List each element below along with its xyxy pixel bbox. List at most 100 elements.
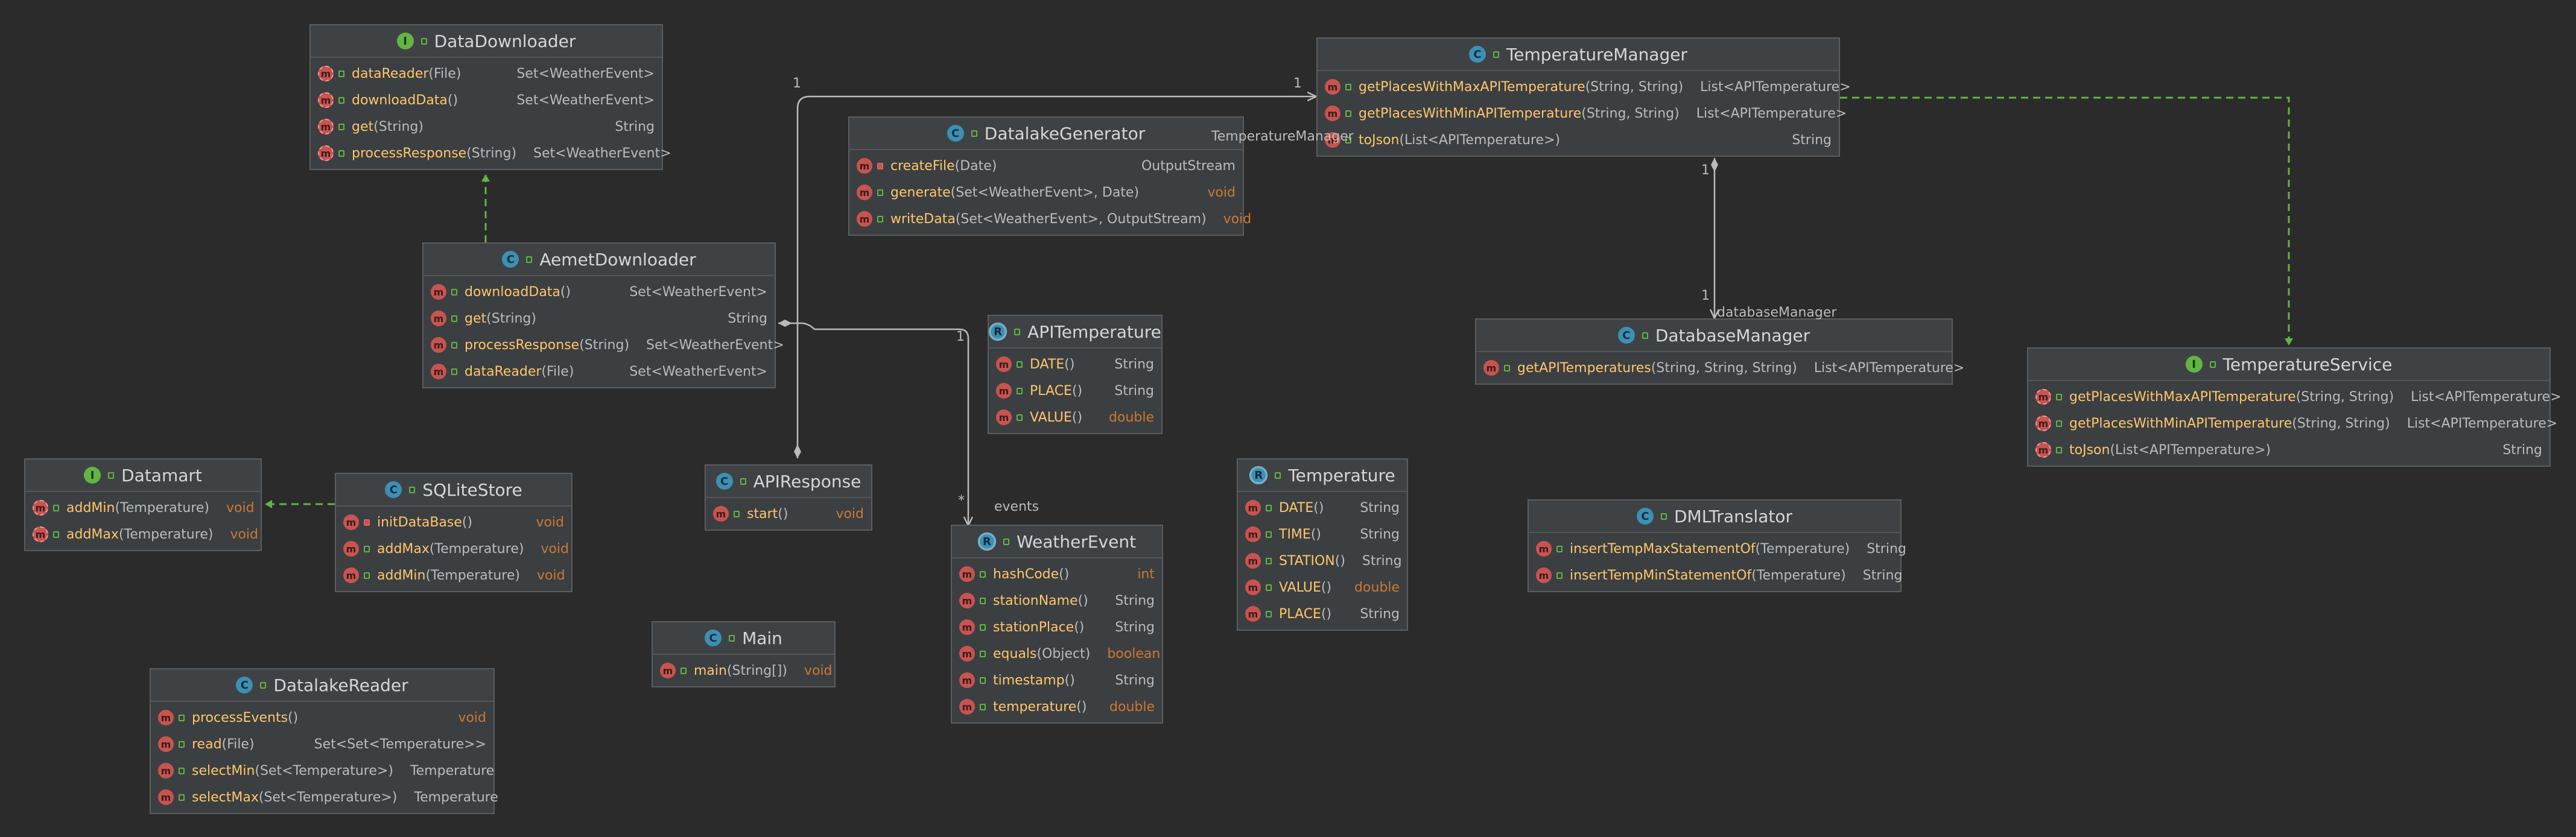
- public-visibility-icon: [1266, 610, 1272, 617]
- method-name: downloadData: [465, 284, 560, 300]
- public-visibility-icon: [338, 96, 344, 104]
- class-name: DMLTranslator: [1673, 506, 1792, 526]
- association-apiresponse-to-manager: [798, 96, 1316, 458]
- return-type: void: [804, 663, 833, 678]
- return-type: double: [1109, 699, 1155, 715]
- public-visibility-icon: [1556, 545, 1562, 552]
- method-icon: m: [431, 311, 446, 326]
- public-visibility-icon: [2209, 361, 2216, 368]
- class-name: AemetDownloader: [539, 249, 696, 270]
- public-visibility-icon: [179, 741, 185, 748]
- public-visibility-icon: [451, 368, 457, 375]
- multiplicity-label: *: [958, 493, 965, 508]
- method-name: getPlacesWithMaxAPITemperature: [2069, 389, 2296, 405]
- return-type: Temperature: [410, 763, 495, 779]
- method-name: getPlacesWithMinAPITemperature: [1359, 106, 1582, 121]
- method-params: (Set<WeatherEvent>, OutputStream): [955, 211, 1207, 227]
- multiplicity-label: 1: [956, 329, 965, 344]
- return-type: void: [458, 710, 486, 725]
- method-name: writeData: [890, 211, 956, 227]
- method-name: generate: [890, 185, 951, 200]
- abstract-method-icon: m: [318, 145, 334, 161]
- multiplicity-label: 1: [1701, 163, 1710, 178]
- public-visibility-icon: [729, 634, 735, 642]
